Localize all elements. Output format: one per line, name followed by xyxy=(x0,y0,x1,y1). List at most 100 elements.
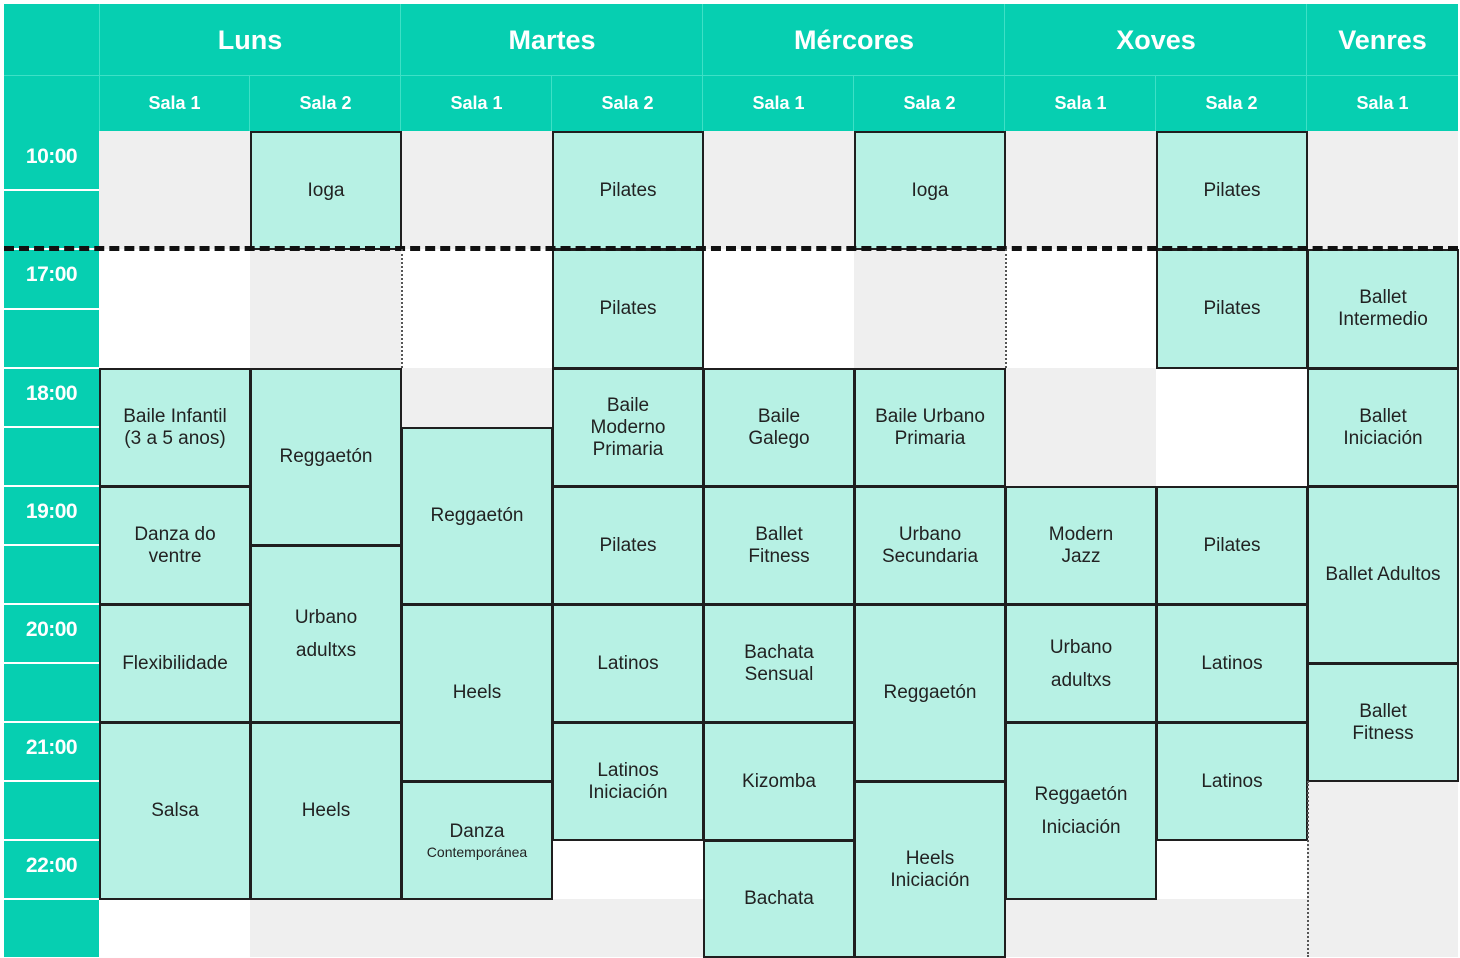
class-name-line: Flexibilidade xyxy=(122,652,228,674)
class-name-line: Ioga xyxy=(307,179,345,201)
class-block[interactable]: Ballet Adultos xyxy=(1307,486,1459,664)
class-name-line: Heels xyxy=(301,800,351,821)
class-name-line: Galego xyxy=(748,427,810,449)
time-label-6: 22:00 xyxy=(25,854,78,877)
empty-slot xyxy=(250,249,401,368)
class-block[interactable]: Reggaetón xyxy=(250,368,402,546)
class-block[interactable]: Salsa xyxy=(99,722,251,900)
class-name-line: Baile xyxy=(606,394,650,416)
class-block[interactable]: Flexibilidade xyxy=(99,604,251,723)
class-block[interactable]: Reggaetón xyxy=(854,604,1006,782)
room-header-5: Sala 2 xyxy=(854,76,1005,131)
class-name-line: Heels xyxy=(905,847,955,869)
class-block[interactable]: Pilates xyxy=(552,131,704,250)
class-block[interactable]: Kizomba xyxy=(703,722,855,841)
day-header-4: Venres xyxy=(1307,4,1458,76)
class-name-line: Secundaria xyxy=(881,545,979,567)
class-block[interactable]: Latinos xyxy=(1156,722,1308,841)
class-name-line: Pilates xyxy=(599,179,657,201)
empty-slot xyxy=(1005,368,1156,486)
header-divider xyxy=(1306,76,1307,131)
empty-slot xyxy=(1307,780,1458,899)
class-name-line: Pilates xyxy=(1203,534,1261,556)
class-name-line: Reggaetón xyxy=(883,682,977,703)
class-block[interactable]: Ioga xyxy=(854,131,1006,250)
class-name-line: adultxs xyxy=(295,640,357,661)
header-divider xyxy=(400,76,401,131)
class-block[interactable]: Latinos xyxy=(1156,604,1308,723)
time-label-0: 10:00 xyxy=(25,145,78,168)
class-name-line: Moderno xyxy=(590,416,666,438)
class-name-line: Reggaetón xyxy=(279,446,373,467)
empty-slot xyxy=(703,131,854,249)
class-name-line: Reggaetón xyxy=(1034,784,1128,805)
empty-slot xyxy=(99,131,250,249)
class-block[interactable]: Latinos xyxy=(552,604,704,723)
class-block[interactable]: Pilates xyxy=(552,249,704,369)
header-divider xyxy=(853,76,854,131)
room-header-8: Sala 1 xyxy=(1307,76,1458,131)
class-block[interactable]: Ioga xyxy=(250,131,402,250)
class-block[interactable]: Pilates xyxy=(1156,249,1308,369)
class-name-line: Jazz xyxy=(1061,545,1101,567)
class-block[interactable]: Pilates xyxy=(552,486,704,605)
class-block[interactable]: Heels xyxy=(401,604,553,782)
time-divider xyxy=(4,898,99,900)
day-header-2: Mércores xyxy=(703,4,1005,76)
header-divider xyxy=(551,76,552,131)
header-divider xyxy=(4,75,1458,76)
class-block[interactable]: Reggaetón xyxy=(401,427,553,605)
column-guide xyxy=(1005,249,1007,368)
header-corner xyxy=(4,4,99,131)
class-block[interactable]: Pilates xyxy=(1156,486,1308,605)
class-name-line: Salsa xyxy=(151,800,199,821)
room-header-0: Sala 1 xyxy=(99,76,250,131)
class-name-line: Baile Infantil xyxy=(123,405,227,427)
class-name-line: Kizomba xyxy=(742,770,816,792)
header-divider xyxy=(1155,76,1156,131)
class-name-line: Danza do xyxy=(134,523,216,545)
class-name-line: Danza xyxy=(449,820,505,842)
class-name-line: Urbano xyxy=(898,523,962,545)
day-header-0: Luns xyxy=(99,4,401,76)
room-header-6: Sala 1 xyxy=(1005,76,1156,131)
class-block[interactable]: Pilates xyxy=(1156,131,1308,250)
class-block[interactable]: Urbano adultxs xyxy=(250,545,402,723)
class-name-line: Intermedio xyxy=(1338,309,1428,330)
class-name-line: Ballet xyxy=(1359,700,1407,722)
class-name-line: Urbano xyxy=(294,607,358,628)
class-name-line: Ballet xyxy=(1359,287,1407,308)
class-name-line: Modern xyxy=(1048,523,1114,545)
room-header-3: Sala 2 xyxy=(552,76,703,131)
class-name-line: Primaria xyxy=(592,438,664,460)
class-name-line: Urbano xyxy=(1049,636,1113,658)
time-divider xyxy=(4,662,99,664)
class-block[interactable]: Heels xyxy=(250,722,402,900)
empty-slot xyxy=(854,249,1005,368)
class-block[interactable]: Baile Infantil(3 a 5 anos) xyxy=(99,368,251,487)
class-name-line: Bachata xyxy=(744,641,814,663)
time-divider xyxy=(4,189,99,191)
day-header-3: Xoves xyxy=(1005,4,1307,76)
header-divider xyxy=(249,76,250,131)
class-name-line: ventre xyxy=(148,545,202,567)
time-label-3: 19:00 xyxy=(25,500,78,523)
class-block[interactable]: Bachata xyxy=(703,840,855,958)
